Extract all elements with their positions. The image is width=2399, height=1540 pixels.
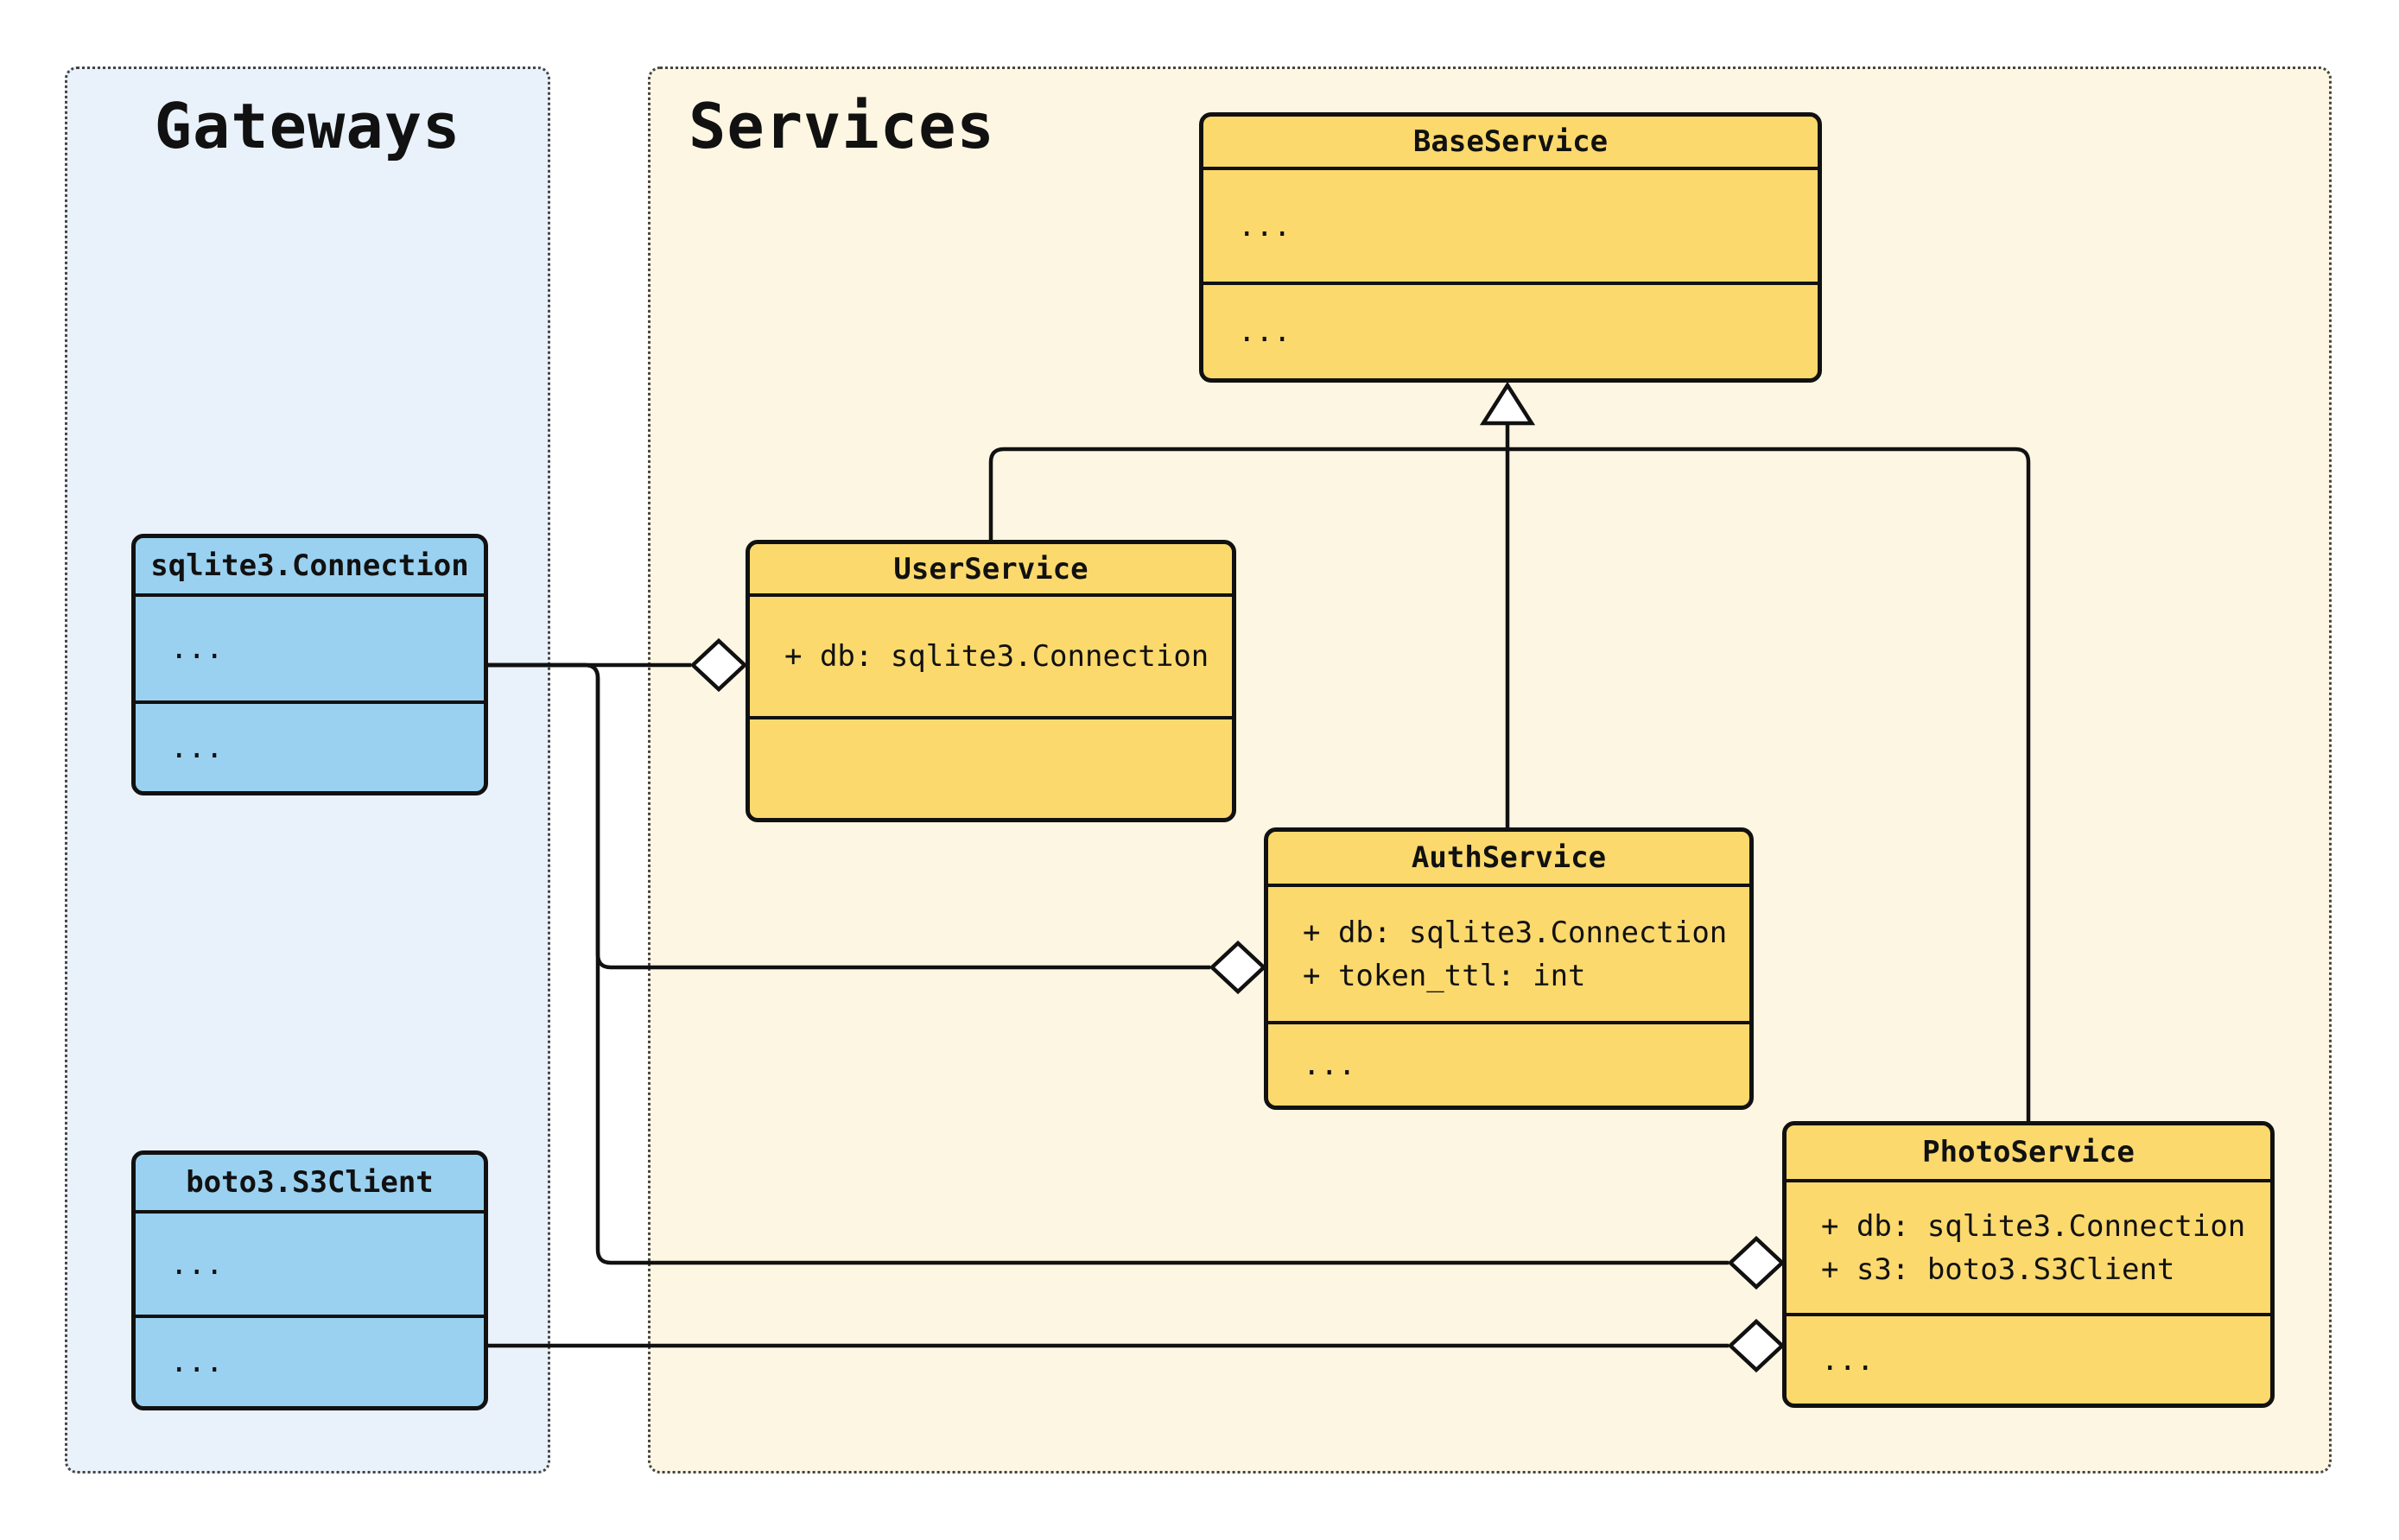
class-methods-baseservice: ...	[1203, 285, 1818, 378]
class-attrs-baseservice: ...	[1203, 170, 1818, 285]
method-line: ...	[170, 1345, 224, 1379]
class-methods-userservice	[750, 719, 1232, 818]
attr-line: + db: sqlite3.Connection	[1303, 915, 1728, 950]
class-attrs-authservice: + db: sqlite3.Connection + token_ttl: in…	[1268, 887, 1749, 1024]
services-panel-title: Services	[689, 90, 995, 162]
attr-line: + db: sqlite3.Connection	[784, 639, 1209, 674]
class-box-sqlite3-connection: sqlite3.Connection ... ...	[131, 534, 488, 795]
class-methods-photoservice: ...	[1787, 1316, 2270, 1404]
class-box-authservice: AuthService + db: sqlite3.Connection + t…	[1264, 827, 1754, 1110]
method-line: ...	[170, 730, 224, 765]
attr-line: ...	[170, 631, 224, 666]
class-box-boto3-s3client: boto3.S3Client ... ...	[131, 1150, 488, 1410]
class-title-sqlite3-connection: sqlite3.Connection	[136, 538, 484, 597]
method-line: ...	[1821, 1342, 1875, 1378]
class-attrs-userservice: + db: sqlite3.Connection	[750, 597, 1232, 719]
class-attrs-photoservice: + db: sqlite3.Connection + s3: boto3.S3C…	[1787, 1182, 2270, 1316]
method-line: ...	[1303, 1048, 1356, 1082]
class-title-userservice: UserService	[750, 544, 1232, 597]
class-attrs-boto3-s3client: ...	[136, 1214, 484, 1318]
attr-line: ...	[170, 1246, 224, 1282]
attr-line: + token_ttl: int	[1303, 958, 1586, 993]
class-title-boto3-s3client: boto3.S3Client	[136, 1155, 484, 1214]
method-line: ...	[1238, 314, 1292, 349]
class-box-baseservice: BaseService ... ...	[1199, 112, 1822, 383]
attr-line: + s3: boto3.S3Client	[1821, 1252, 2175, 1287]
gateways-panel-title: Gateways	[154, 90, 461, 162]
class-attrs-sqlite3-connection: ...	[136, 597, 484, 704]
class-methods-boto3-s3client: ...	[136, 1318, 484, 1406]
class-box-userservice: UserService + db: sqlite3.Connection	[746, 540, 1236, 822]
class-title-authservice: AuthService	[1268, 832, 1749, 887]
class-methods-sqlite3-connection: ...	[136, 704, 484, 791]
attr-line: + db: sqlite3.Connection	[1821, 1208, 2246, 1244]
class-methods-authservice: ...	[1268, 1024, 1749, 1106]
class-box-photoservice: PhotoService + db: sqlite3.Connection + …	[1782, 1121, 2275, 1408]
class-title-photoservice: PhotoService	[1787, 1125, 2270, 1182]
attr-line: ...	[1238, 208, 1292, 244]
class-title-baseservice: BaseService	[1203, 117, 1818, 170]
